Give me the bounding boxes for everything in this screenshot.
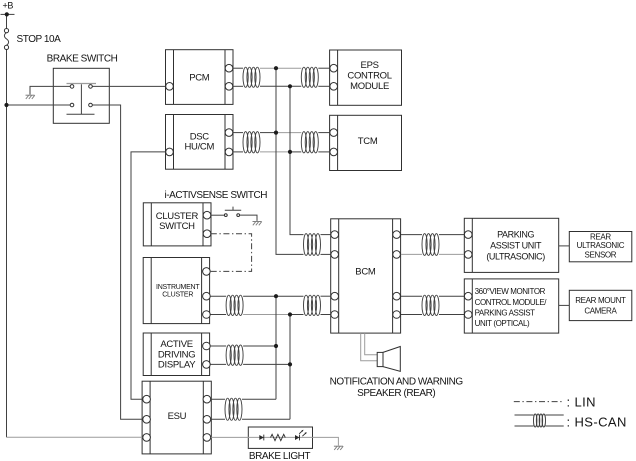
svg-text:ACTIVE: ACTIVE bbox=[160, 339, 193, 350]
svg-text:REAR: REAR bbox=[590, 232, 611, 241]
svg-text:ESU: ESU bbox=[168, 411, 187, 422]
svg-text:DRIVING: DRIVING bbox=[158, 349, 196, 360]
svg-text:DISPLAY: DISPLAY bbox=[158, 360, 196, 371]
svg-text:MODULE: MODULE bbox=[350, 81, 389, 92]
svg-text:PARKING ASSIST: PARKING ASSIST bbox=[475, 308, 536, 317]
svg-text:REAR MOUNT: REAR MOUNT bbox=[575, 296, 626, 305]
svg-text:EPS: EPS bbox=[361, 60, 379, 71]
svg-text:BRAKE SWITCH: BRAKE SWITCH bbox=[47, 54, 118, 65]
svg-text:CLUSTER: CLUSTER bbox=[156, 211, 199, 222]
svg-text:i-ACTIVSENSE SWITCH: i-ACTIVSENSE SWITCH bbox=[165, 190, 268, 201]
svg-text:CONTROL MODULE/: CONTROL MODULE/ bbox=[475, 298, 548, 307]
svg-text:DSC: DSC bbox=[190, 131, 210, 142]
svg-text:ASSIST UNIT: ASSIST UNIT bbox=[490, 240, 542, 250]
svg-text:CLUSTER: CLUSTER bbox=[162, 292, 193, 299]
svg-text:SPEAKER (REAR): SPEAKER (REAR) bbox=[357, 388, 435, 399]
svg-text:360°VIEW MONITOR: 360°VIEW MONITOR bbox=[475, 287, 546, 296]
svg-text:BCM: BCM bbox=[355, 266, 376, 277]
svg-text:NOTIFICATION AND WARNING: NOTIFICATION AND WARNING bbox=[330, 376, 464, 387]
svg-text:+B: +B bbox=[3, 1, 14, 11]
svg-text:CONTROL: CONTROL bbox=[347, 70, 391, 81]
svg-text:STOP 10A: STOP 10A bbox=[17, 34, 62, 45]
svg-text:TCM: TCM bbox=[358, 136, 378, 147]
svg-text:PCM: PCM bbox=[189, 73, 210, 84]
svg-text:BRAKE LIGHT: BRAKE LIGHT bbox=[249, 451, 311, 461]
svg-text:(ULTRASONIC): (ULTRASONIC) bbox=[486, 251, 545, 261]
svg-text:CAMERA: CAMERA bbox=[584, 307, 617, 316]
svg-text:UNIT (OPTICAL): UNIT (OPTICAL) bbox=[475, 319, 530, 328]
svg-text:PARKING: PARKING bbox=[497, 229, 534, 239]
svg-text:: LIN: : LIN bbox=[567, 395, 596, 410]
svg-text:HU/CM: HU/CM bbox=[184, 141, 214, 152]
svg-text:: HS-CAN: : HS-CAN bbox=[567, 415, 627, 430]
svg-text:SENSOR: SENSOR bbox=[585, 250, 617, 259]
svg-text:ULTRASONIC: ULTRASONIC bbox=[577, 241, 625, 250]
svg-text:INSTRUMENT: INSTRUMENT bbox=[156, 284, 200, 291]
svg-text:SWITCH: SWITCH bbox=[159, 221, 195, 232]
